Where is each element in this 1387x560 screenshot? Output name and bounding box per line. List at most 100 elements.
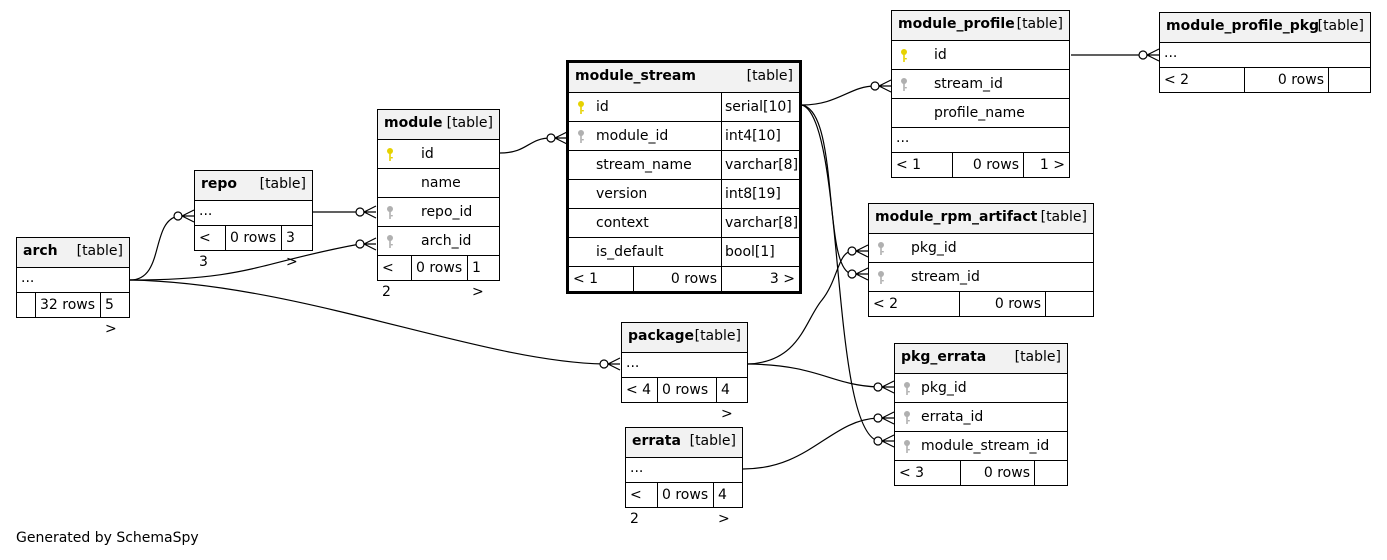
edge-errata-pkgerrata (742, 417, 879, 470)
column-name: pkg_id (921, 380, 967, 396)
table-type: [table] (694, 328, 741, 344)
table-footer: < 1 0 rows 3 > (569, 267, 799, 291)
optional-circle-icon (355, 207, 365, 217)
crows-foot-icon (1146, 48, 1160, 62)
table-type: [table] (76, 243, 123, 259)
column-name: is_default (596, 244, 664, 260)
table-header: module_stream [table] (569, 63, 799, 93)
column-row: version int8[19] (569, 180, 799, 209)
optional-circle-icon (847, 269, 857, 279)
table-repo[interactable]: repo [table] ... < 3 0 rows 3 > (194, 170, 313, 270)
edge-module-stream (499, 137, 552, 154)
table-footer: 32 rows 5 > (17, 293, 129, 337)
edge-package-rpm (747, 250, 853, 365)
table-errata[interactable]: errata [table] ... < 2 0 rows 4 > (625, 427, 743, 527)
table-package[interactable]: package [table] ... < 4 0 rows 4 > (621, 322, 748, 422)
row-count: 0 rows (959, 292, 1045, 316)
foreign-key-icon (387, 235, 393, 248)
parents-count: < 2 (873, 296, 899, 312)
crows-foot-icon (363, 205, 377, 219)
column-name: repo_id (421, 204, 473, 220)
crows-foot-icon (181, 209, 195, 223)
column-row: id serial[10] (569, 93, 799, 122)
column-name: id (934, 47, 947, 63)
parents-count: < 1 (573, 271, 599, 287)
table-type: [table] (259, 176, 306, 192)
column-name: version (596, 186, 648, 202)
column-row: profile_name (892, 99, 1069, 128)
parents-count: < 2 (630, 487, 642, 527)
column-type: varchar[8] (721, 209, 799, 237)
table-header: arch [table] (17, 238, 129, 268)
optional-circle-icon (355, 239, 365, 249)
column-row: context varchar[8] (569, 209, 799, 238)
optional-circle-icon (873, 413, 883, 423)
primary-key-icon (901, 49, 907, 62)
column-name: stream_id (934, 76, 1003, 92)
children-count (1045, 292, 1093, 316)
edge-arch-module (129, 243, 361, 281)
column-row: arch_id (378, 227, 499, 256)
column-row: id (378, 140, 499, 169)
foreign-key-icon (901, 78, 907, 91)
table-arch[interactable]: arch [table] ... 32 rows 5 > (16, 237, 130, 337)
crows-foot-icon (607, 357, 621, 371)
column-name: id (596, 99, 609, 115)
column-type: varchar[8] (721, 151, 799, 179)
edge-stream-profile (801, 85, 876, 106)
children-count: 4 > (716, 378, 747, 422)
foreign-key-icon (904, 382, 910, 395)
row-count: 0 rows (952, 153, 1023, 177)
table-ellipsis: ... (622, 353, 747, 378)
table-type: [table] (446, 115, 493, 131)
table-name: errata (632, 433, 681, 449)
column-name: pkg_id (911, 240, 957, 256)
column-row: stream_id (892, 70, 1069, 99)
optional-circle-icon (546, 133, 556, 143)
crows-foot-icon (855, 267, 869, 281)
table-pkg-errata[interactable]: pkg_errata [table] pkg_id errata_id modu… (894, 343, 1068, 486)
foreign-key-icon (578, 130, 584, 143)
table-module-stream[interactable]: module_stream [table] id serial[10] modu… (566, 60, 802, 294)
row-count: 0 rows (960, 461, 1034, 485)
row-count: 0 rows (1244, 68, 1328, 92)
table-header: module_profile [table] (892, 11, 1069, 41)
column-name: stream_id (911, 269, 980, 285)
crows-foot-icon (878, 79, 892, 93)
children-count (1328, 68, 1370, 92)
table-module[interactable]: module [table] id name repo_id arch_id <… (377, 109, 500, 300)
column-row: repo_id (378, 198, 499, 227)
children-count: 3 > (721, 267, 799, 291)
crows-foot-icon (855, 244, 869, 258)
foreign-key-icon (878, 242, 884, 255)
column-name: profile_name (934, 105, 1025, 121)
column-name: id (421, 146, 434, 162)
children-count: 3 > (281, 226, 312, 270)
parents-count: < 1 (896, 157, 922, 173)
table-ellipsis: ... (626, 458, 742, 483)
optional-circle-icon (1138, 50, 1148, 60)
parents-count: < 2 (382, 260, 394, 300)
table-header: repo [table] (195, 171, 312, 201)
column-name: stream_name (596, 157, 692, 173)
column-row: stream_name varchar[8] (569, 151, 799, 180)
column-type: int4[10] (721, 122, 799, 150)
row-count: 0 rows (657, 483, 713, 507)
optional-circle-icon (873, 436, 883, 446)
table-module-profile-pkg[interactable]: module_profile_pkg [table] ... < 2 0 row… (1159, 12, 1371, 93)
table-name: module_profile_pkg (1166, 18, 1320, 34)
table-module-profile[interactable]: module_profile [table] id stream_id prof… (891, 10, 1070, 178)
children-count: 1 > (467, 256, 499, 300)
primary-key-icon (387, 148, 393, 161)
table-module-rpm-artifact[interactable]: module_rpm_artifact [table] pkg_id strea… (868, 203, 1094, 317)
parents-count (17, 293, 35, 317)
table-footer: < 2 0 rows (869, 292, 1093, 316)
table-type: [table] (1317, 18, 1364, 34)
column-name: arch_id (421, 233, 472, 249)
column-type: bool[1] (721, 238, 799, 266)
column-type: serial[10] (721, 93, 799, 121)
children-count: 5 > (100, 293, 129, 337)
table-type: [table] (1040, 209, 1087, 225)
table-name: module (384, 115, 443, 131)
table-name: module_profile (898, 16, 1015, 32)
